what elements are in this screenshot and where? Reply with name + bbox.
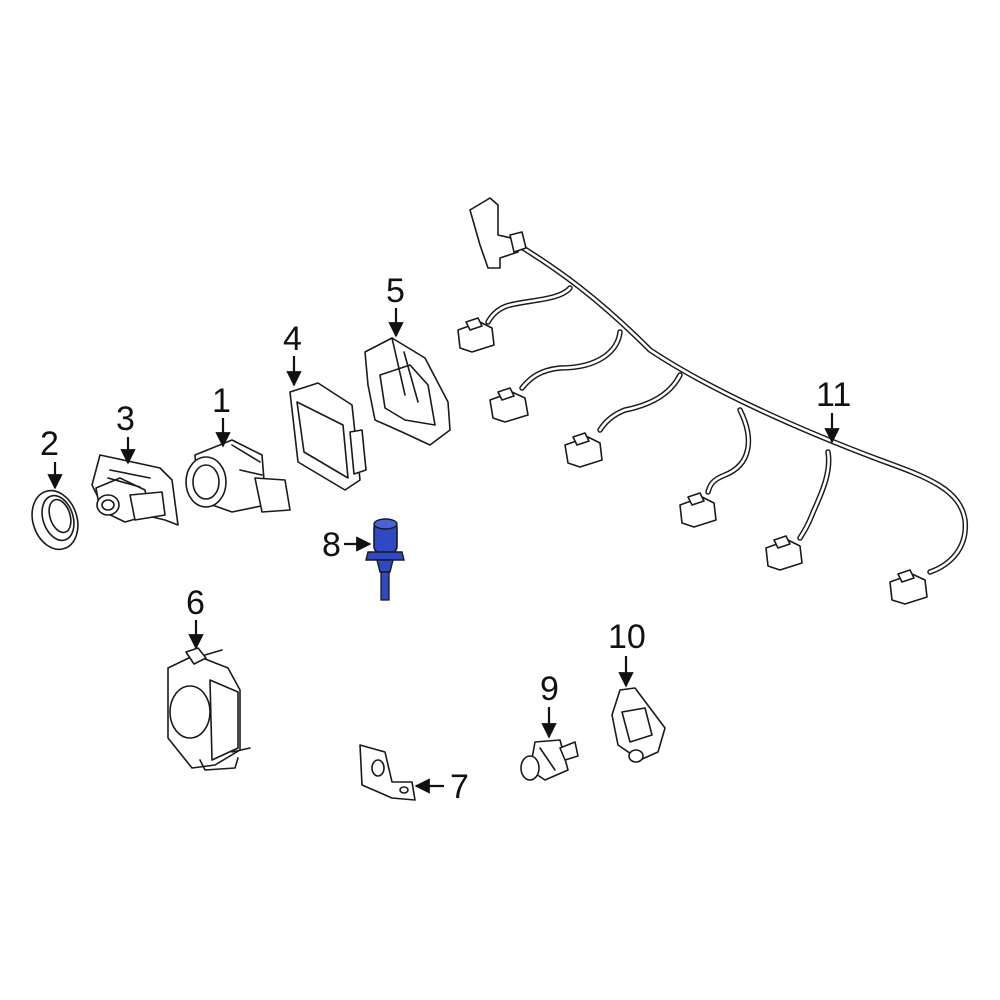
callout-11: 11 — [816, 376, 851, 444]
part-3-sensor-bracket[interactable] — [91, 454, 179, 526]
svg-text:3: 3 — [116, 400, 135, 438]
callout-4: 4 — [283, 320, 302, 387]
callout-8: 8 — [322, 526, 372, 564]
callout-10: 10 — [608, 618, 646, 688]
svg-text:11: 11 — [816, 376, 851, 414]
callout-6: 6 — [186, 584, 205, 650]
part-8-temperature-sensor[interactable] — [365, 518, 405, 601]
part-2-seal-ring[interactable] — [25, 485, 85, 556]
svg-text:5: 5 — [386, 272, 405, 310]
svg-text:8: 8 — [322, 526, 341, 564]
svg-text:10: 10 — [608, 618, 646, 656]
part-11-wiring-harness[interactable] — [457, 197, 968, 605]
part-9-small-sensor[interactable] — [520, 739, 579, 781]
svg-text:7: 7 — [450, 768, 469, 806]
part-7-small-bracket[interactable] — [359, 744, 416, 801]
part-5-mount-bracket[interactable] — [364, 337, 451, 446]
svg-text:4: 4 — [283, 320, 302, 358]
svg-text:9: 9 — [540, 670, 559, 708]
callout-2: 2 — [40, 425, 63, 490]
svg-text:2: 2 — [40, 425, 59, 463]
part-10-sensor-bracket[interactable] — [611, 687, 666, 763]
callout-7: 7 — [414, 768, 469, 806]
part-6-radar-sensor[interactable] — [167, 647, 251, 771]
svg-text:6: 6 — [186, 584, 205, 622]
svg-text:1: 1 — [212, 382, 231, 420]
callout-9: 9 — [540, 670, 559, 739]
part-4-control-module[interactable] — [289, 382, 367, 491]
callout-3: 3 — [116, 400, 136, 465]
part-1-parking-sensor[interactable] — [185, 439, 291, 513]
callout-1: 1 — [212, 382, 231, 448]
callout-5: 5 — [386, 272, 405, 338]
